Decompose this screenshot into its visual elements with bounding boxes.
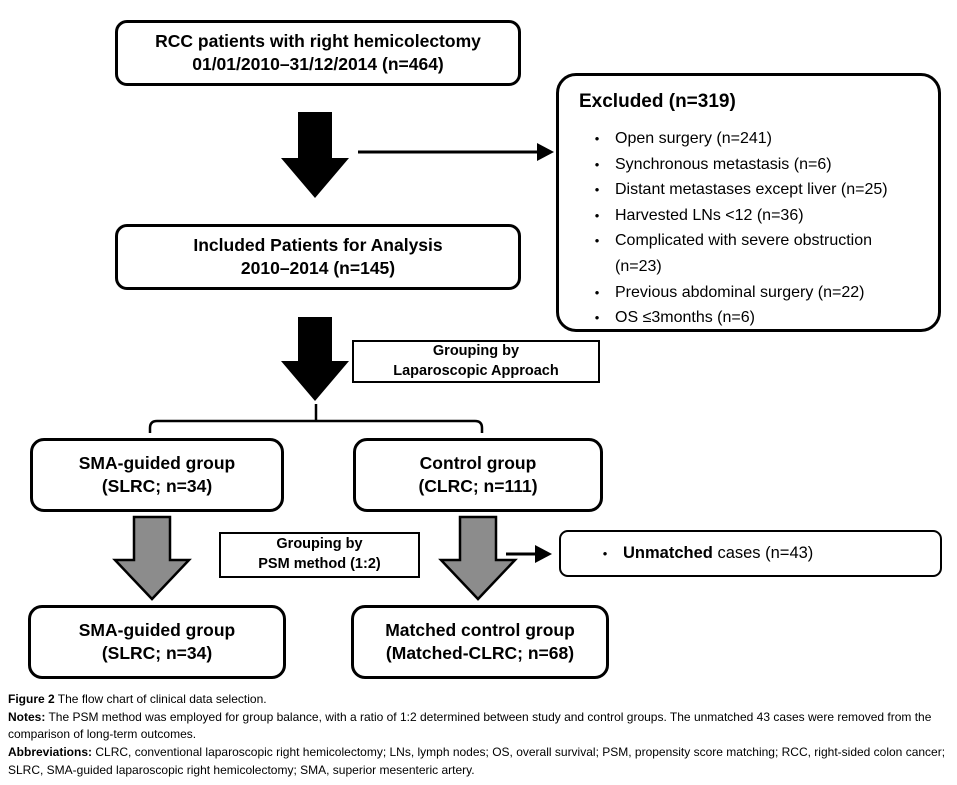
unmatched-cases-box: • Unmatched cases (n=43) — [559, 530, 942, 577]
bullet-icon: • — [594, 131, 600, 147]
bullet-icon: • — [594, 233, 600, 249]
rcc-patients-line1: RCC patients with right hemicolectomy — [155, 30, 481, 51]
list-item: • Synchronous metastasis (n=6) — [579, 152, 924, 178]
right-arrow-icon — [506, 545, 552, 563]
control-group-line2: (CLRC; n=111) — [418, 476, 538, 496]
down-block-arrow-icon — [281, 317, 349, 401]
sma-guided-group-box: SMA-guided group (SLRC; n=34) — [30, 438, 284, 512]
matched-control-line2: (Matched-CLRC; n=68) — [385, 643, 575, 663]
grouping-psm-box: Grouping by PSM method (1:2) — [219, 532, 420, 578]
figure-caption: Figure 2 The flow chart of clinical data… — [8, 691, 952, 779]
list-item: • Harvested LNs <12 (n=36) — [579, 203, 924, 229]
right-arrow-icon — [358, 143, 554, 161]
sma-guided-final-line1: SMA-guided group — [78, 619, 236, 640]
split-bracket — [148, 404, 484, 433]
matched-control-box: Matched control group (Matched-CLRC; n=6… — [351, 605, 609, 679]
bullet-icon: • — [594, 284, 600, 300]
list-item: • Complicated with severe obstruction (n… — [579, 228, 924, 279]
rcc-patients-box: RCC patients with right hemicolectomy 01… — [115, 20, 521, 86]
excluded-title: Excluded (n=319) — [579, 91, 736, 112]
unmatched-cases-text: Unmatched cases (n=43) — [623, 543, 814, 562]
sma-guided-final-line2: (SLRC; n=34) — [101, 643, 213, 663]
rcc-patients-line2: 01/01/2010–31/12/2014 (n=464) — [192, 54, 444, 74]
excluded-box: Excluded (n=319) • Open surgery (n=241) … — [556, 73, 941, 332]
control-group-box: Control group (CLRC; n=111) — [353, 438, 603, 512]
bullet-icon: • — [602, 545, 608, 561]
excluded-list: • Open surgery (n=241) • Synchronous met… — [579, 126, 924, 331]
grouping-laparoscopic-box: Grouping by Laparoscopic Approach — [352, 340, 600, 383]
grouping-laparoscopic-line2: Laparoscopic Approach — [393, 362, 559, 379]
grouping-psm-line1: Grouping by — [276, 536, 363, 553]
bullet-icon: • — [594, 207, 600, 223]
caption-abbreviations-line: Abbreviations: CLRC, conventional laparo… — [8, 744, 946, 777]
caption-notes-line: Notes: The PSM method was employed for g… — [8, 709, 932, 742]
grouping-psm-line2: PSM method (1:2) — [258, 556, 381, 572]
bullet-icon: • — [594, 182, 600, 198]
grouping-laparoscopic-line1: Grouping by — [432, 342, 520, 359]
sma-guided-line1: SMA-guided group — [78, 452, 236, 473]
included-patients-box: Included Patients for Analysis 2010–2014… — [115, 224, 521, 290]
sma-guided-line2: (SLRC; n=34) — [101, 476, 213, 496]
list-item: • OS ≤3months (n=6) — [579, 305, 924, 331]
down-block-arrow-icon — [281, 112, 349, 198]
down-block-arrow-gray-icon — [112, 515, 192, 601]
sma-guided-final-box: SMA-guided group (SLRC; n=34) — [28, 605, 286, 679]
included-patients-line2: 2010–2014 (n=145) — [240, 258, 396, 278]
list-item: • Open surgery (n=241) — [579, 126, 924, 152]
caption-figure-line: Figure 2 The flow chart of clinical data… — [8, 692, 267, 706]
bullet-icon: • — [594, 156, 600, 172]
control-group-line1: Control group — [419, 452, 537, 473]
matched-control-line1: Matched control group — [385, 619, 575, 640]
included-patients-line1: Included Patients for Analysis — [193, 234, 443, 255]
down-block-arrow-gray-icon — [438, 515, 518, 601]
list-item: • Previous abdominal surgery (n=22) — [579, 280, 924, 306]
list-item: • Distant metastases except liver (n=25) — [579, 177, 924, 203]
bullet-icon: • — [594, 310, 600, 326]
